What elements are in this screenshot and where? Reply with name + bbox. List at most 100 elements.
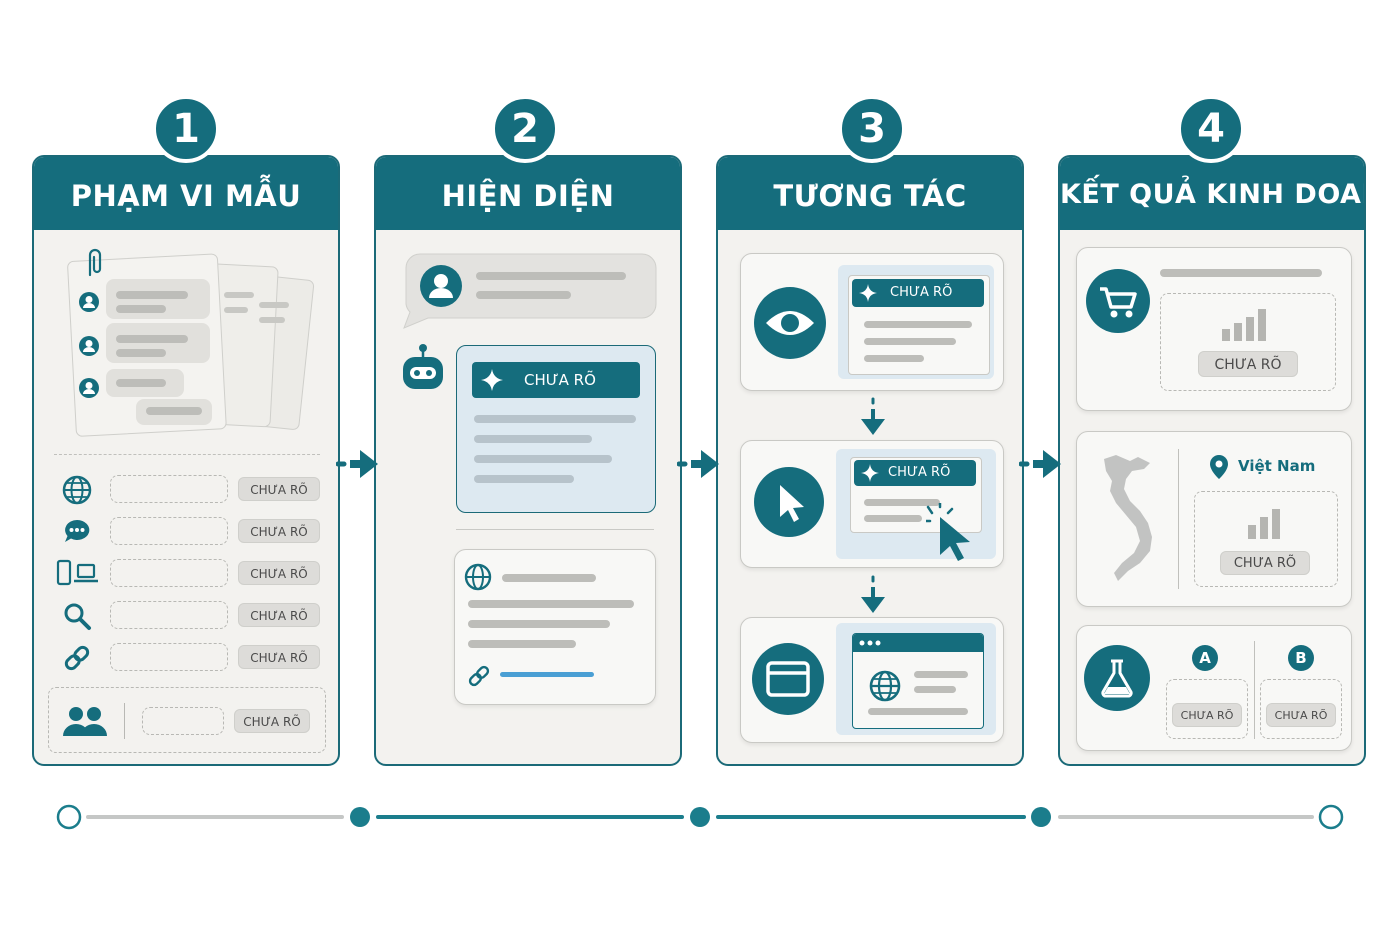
right-arrow-icon bbox=[336, 446, 380, 482]
panel-presence: HIỆN DIỆN CHƯA RÕ bbox=[374, 155, 682, 766]
panel-header: TƯƠNG TÁC bbox=[718, 157, 1022, 230]
input-placeholder bbox=[110, 601, 228, 629]
text-line bbox=[1160, 269, 1322, 277]
text-line bbox=[476, 291, 571, 299]
metric-box bbox=[1160, 293, 1336, 391]
text-line bbox=[864, 355, 924, 362]
text-line bbox=[116, 335, 188, 343]
variant-b-box bbox=[1260, 679, 1342, 739]
panel-title: TƯƠNG TÁC bbox=[773, 179, 967, 213]
divider bbox=[1178, 449, 1179, 589]
right-arrow-icon bbox=[1019, 446, 1063, 482]
panel-header: KẾT QUẢ KINH DOANH bbox=[1060, 157, 1364, 230]
flask-icon bbox=[1084, 645, 1150, 711]
input-placeholder bbox=[110, 517, 228, 545]
text-line bbox=[502, 574, 596, 582]
eye-icon bbox=[754, 287, 826, 359]
text-line bbox=[914, 686, 956, 693]
vietnam-map-icon bbox=[1096, 453, 1160, 587]
panel-header: HIỆN DIỆN bbox=[376, 157, 680, 230]
status-pill: CHƯA RÕ bbox=[1220, 551, 1310, 575]
text-line bbox=[116, 349, 166, 357]
cart-icon bbox=[1086, 269, 1150, 333]
down-arrow-icon bbox=[857, 575, 889, 615]
chat-icon bbox=[62, 517, 92, 547]
location-pin-icon bbox=[1208, 453, 1230, 481]
message-bubble bbox=[106, 279, 210, 319]
bar-chart-icon bbox=[1220, 305, 1274, 343]
text-line bbox=[468, 640, 576, 648]
text-line bbox=[116, 379, 166, 387]
globe-icon bbox=[464, 563, 492, 591]
status-pill: CHƯA RÕ bbox=[1266, 703, 1336, 727]
variant-a-badge: A bbox=[1192, 645, 1218, 671]
status-label: CHƯA RÕ bbox=[524, 371, 596, 389]
user-icon bbox=[420, 265, 462, 307]
input-placeholder bbox=[142, 707, 224, 735]
user-icon bbox=[78, 291, 100, 313]
text-line bbox=[146, 407, 202, 415]
sparkle-icon bbox=[860, 463, 880, 483]
status-label: CHƯA RÕ bbox=[888, 465, 951, 480]
divider bbox=[1254, 641, 1255, 739]
panel-business-results: KẾT QUẢ KINH DOANH CHƯA RÕ Việt Nam CHƯA… bbox=[1058, 155, 1366, 766]
panel-title: HIỆN DIỆN bbox=[441, 179, 615, 213]
audience-box bbox=[48, 687, 326, 753]
bar-chart-icon bbox=[1246, 505, 1290, 541]
step-number-badge: 1 bbox=[152, 95, 220, 163]
text-line bbox=[474, 415, 636, 423]
text-line bbox=[864, 338, 956, 345]
text-line bbox=[474, 455, 612, 463]
cursor-icon bbox=[754, 467, 824, 537]
click-cursor-icon bbox=[926, 503, 982, 563]
message-bubble bbox=[106, 323, 210, 363]
status-pill: CHƯA RÕ bbox=[1198, 351, 1298, 377]
timeline bbox=[50, 798, 1350, 838]
status-pill: CHƯA RÕ bbox=[238, 603, 320, 627]
text-line bbox=[868, 708, 968, 715]
panel-title: PHẠM VI MẪU bbox=[70, 179, 302, 213]
user-icon bbox=[78, 335, 100, 357]
sparkle-icon bbox=[480, 368, 504, 392]
link-icon bbox=[62, 643, 92, 673]
status-pill: CHƯA RÕ bbox=[234, 709, 310, 733]
paperclip-icon bbox=[82, 247, 104, 277]
divider bbox=[124, 703, 125, 739]
down-arrow-icon bbox=[857, 397, 889, 437]
status-pill: CHƯA RÕ bbox=[1172, 703, 1242, 727]
text-line bbox=[116, 305, 166, 313]
text-line bbox=[474, 475, 574, 483]
panel-title: KẾT QUẢ KINH DOANH bbox=[1060, 179, 1364, 210]
text-line bbox=[468, 600, 634, 608]
user-icon bbox=[78, 377, 100, 399]
users-icon bbox=[62, 705, 108, 737]
divider bbox=[54, 454, 320, 455]
devices-icon bbox=[56, 559, 100, 587]
globe-icon bbox=[868, 669, 902, 703]
right-arrow-icon bbox=[677, 446, 721, 482]
browser-icon bbox=[752, 643, 824, 715]
step-number-badge: 4 bbox=[1177, 95, 1245, 163]
status-pill: CHƯA RÕ bbox=[238, 519, 320, 543]
status-label: CHƯA RÕ bbox=[890, 285, 953, 300]
globe-icon bbox=[62, 475, 92, 505]
text-line bbox=[864, 321, 972, 328]
text-line bbox=[914, 671, 968, 678]
step-number-badge: 2 bbox=[491, 95, 559, 163]
step-number-badge: 3 bbox=[838, 95, 906, 163]
divider bbox=[456, 529, 654, 530]
panel-engagement: TƯƠNG TÁC CHƯA RÕ CHƯA RÕ bbox=[716, 155, 1024, 766]
content-card-header: CHƯA RÕ bbox=[852, 279, 984, 307]
metric-box bbox=[1194, 491, 1338, 587]
input-placeholder bbox=[110, 559, 228, 587]
input-placeholder bbox=[110, 475, 228, 503]
text-line bbox=[116, 291, 188, 299]
status-pill: CHƯA RÕ bbox=[238, 645, 320, 669]
text-line bbox=[476, 272, 626, 280]
text-line bbox=[468, 620, 610, 628]
content-card-header: CHƯA RÕ bbox=[854, 460, 976, 486]
link-url-line bbox=[500, 672, 594, 677]
text-line bbox=[864, 499, 940, 506]
robot-icon bbox=[398, 343, 448, 397]
input-placeholder bbox=[110, 643, 228, 671]
